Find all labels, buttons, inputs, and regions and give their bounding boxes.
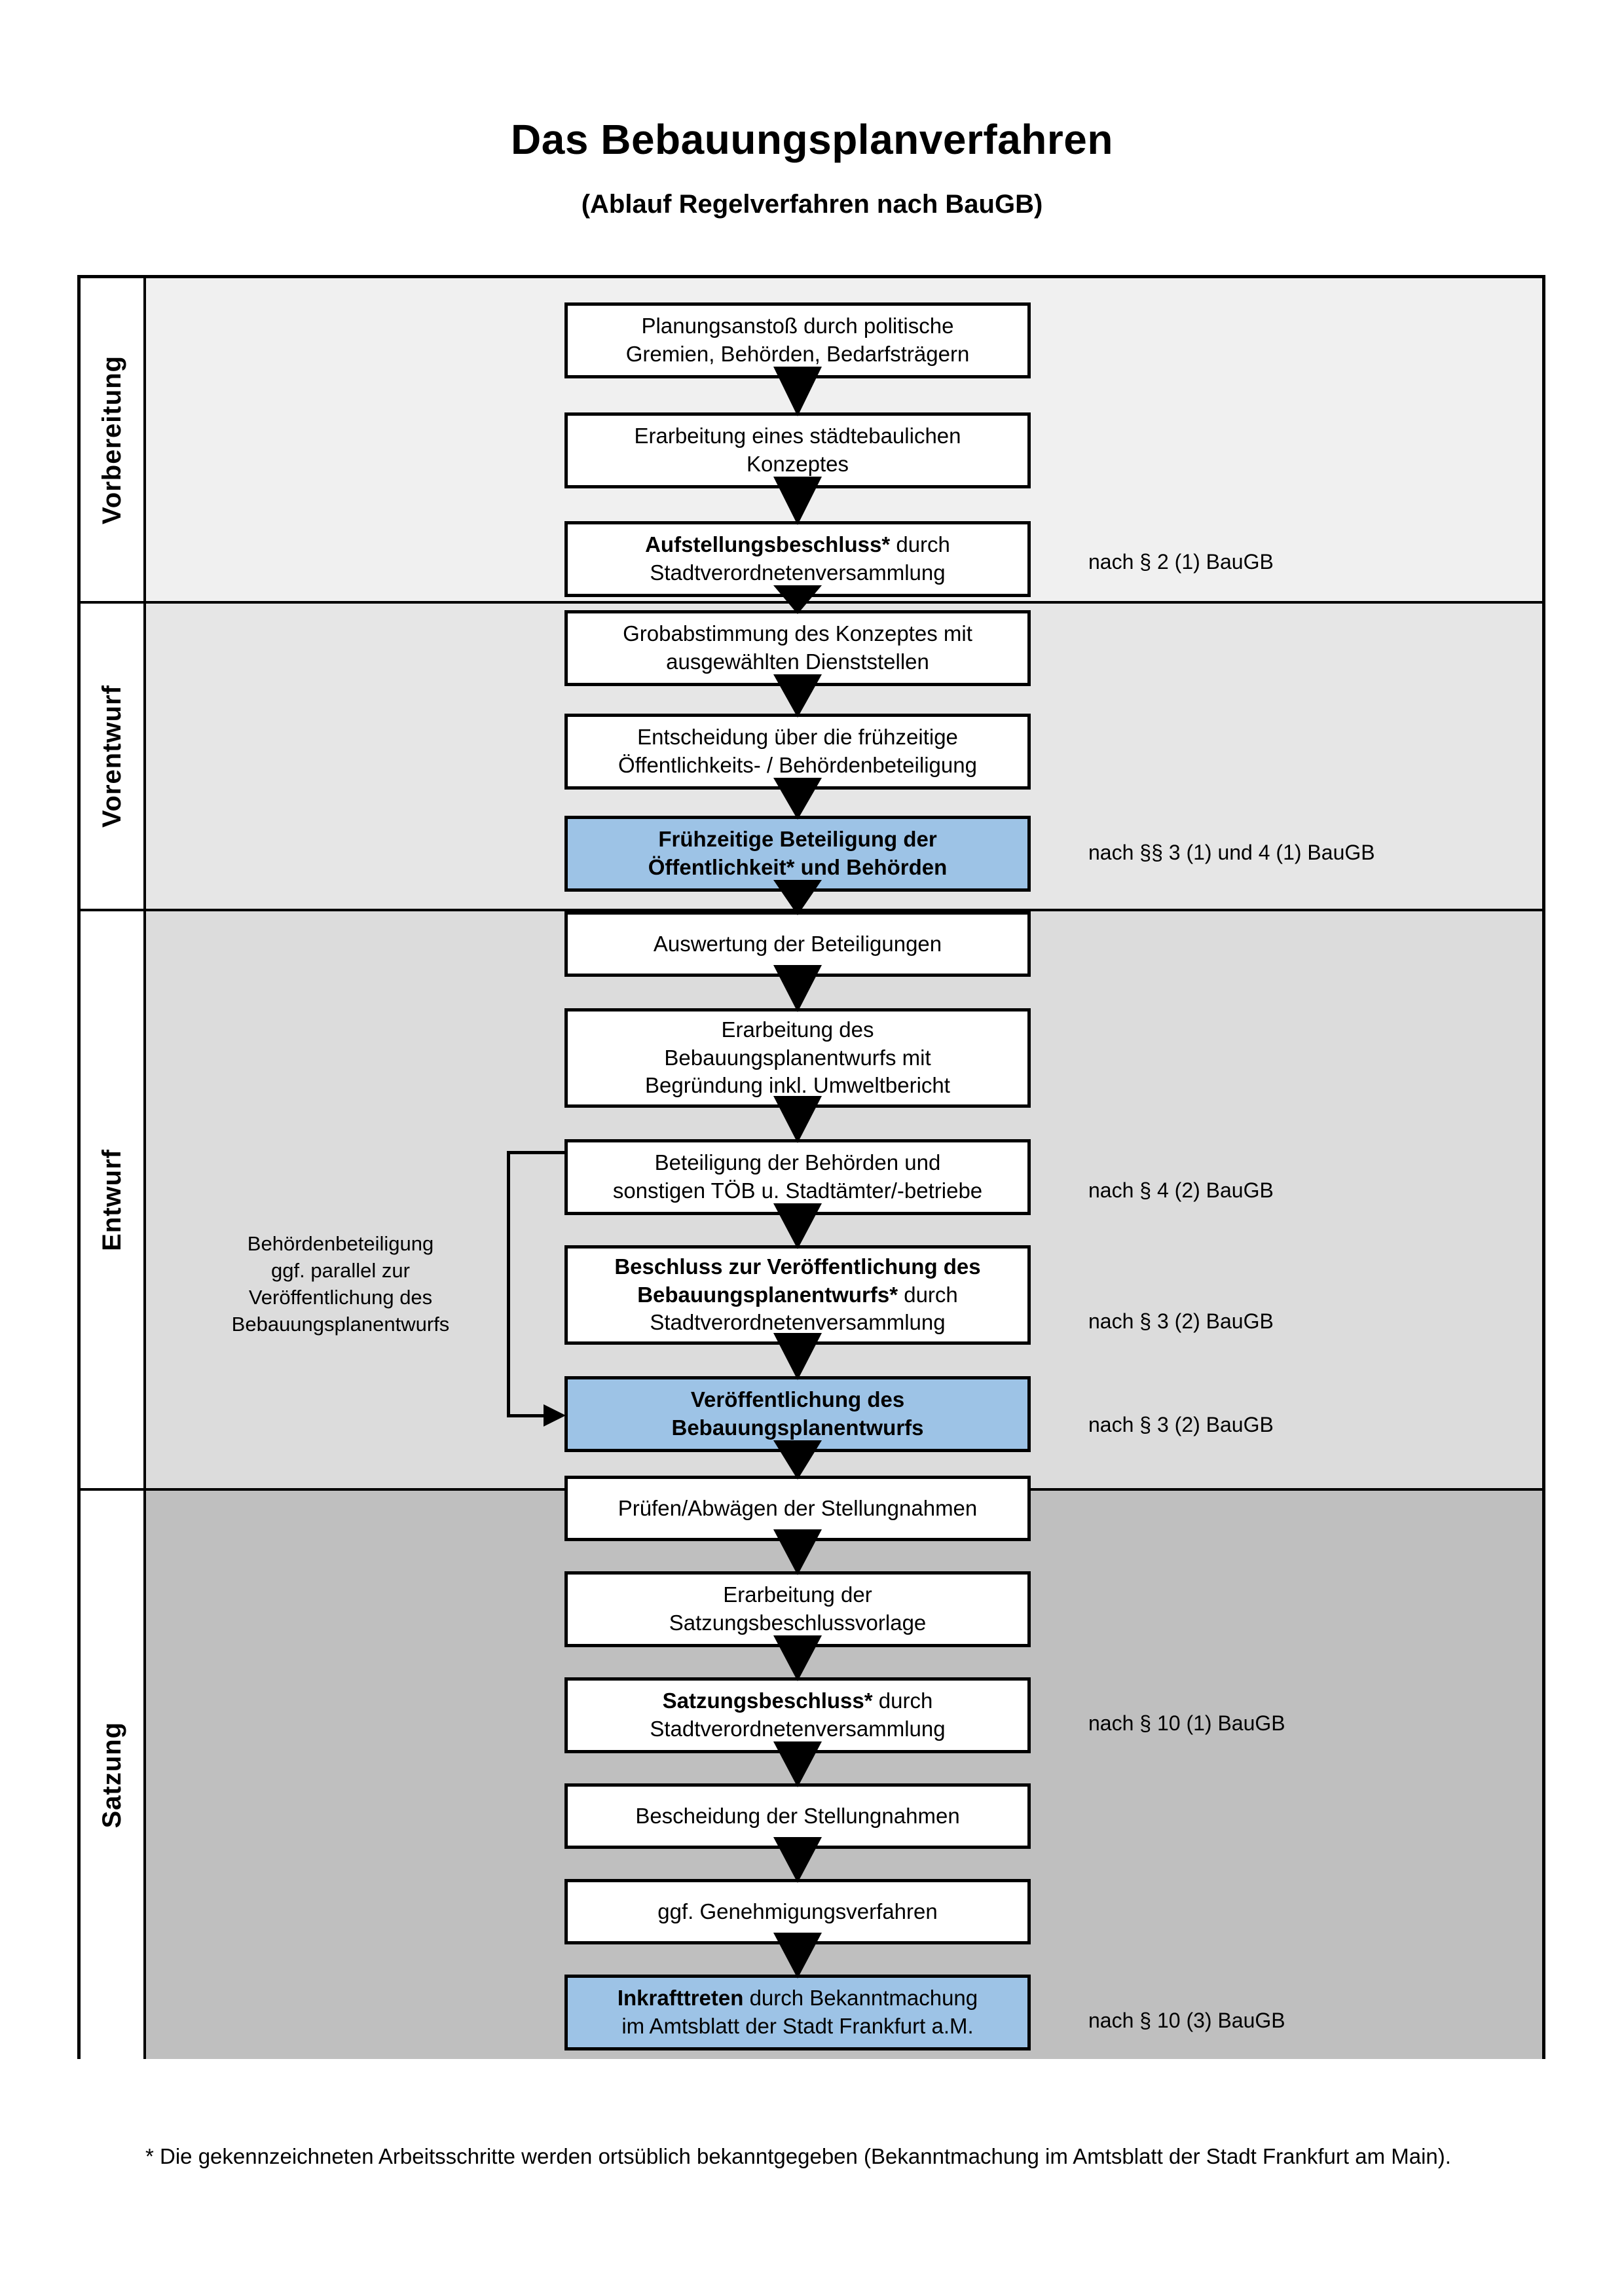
arrow-down-icon (773, 674, 822, 718)
flow-step-beteiligung-behoerden-toeb[interactable]: Beteiligung der Behörden und sonstigen TÖ… (564, 1139, 1031, 1215)
section-label-vorbereitung: Vorbereitung (81, 278, 146, 601)
box-line: Inkrafttreten durch Bekanntmachung (617, 1986, 978, 2011)
box-line: Planungsanstoß durch politische (641, 314, 954, 338)
footnote: * Die gekennzeichneten Arbeitsschritte w… (145, 2144, 1451, 2168)
arrow-down-icon (773, 367, 822, 416)
box-line: Gremien, Behörden, Bedarfsträgern (625, 342, 970, 366)
section-label-entwurf: Entwurf (81, 911, 146, 1488)
box-line: Stadtverordnetenversammlung (650, 1717, 946, 1741)
box-line: Konzeptes (747, 452, 849, 476)
arrow-down-icon (773, 1635, 822, 1681)
box-line: Öffentlichkeits- / Behördenbeteiligung (618, 753, 977, 777)
side-note-line: ggf. parallel zur (271, 1258, 410, 1282)
flow-step-inkrafttreten[interactable]: Inkrafttreten durch Bekanntmachung im Amt… (564, 1975, 1031, 2050)
box-line: Bebauungsplanentwurfs* durch (637, 1282, 958, 1307)
page-title: Das Bebauungsplanverfahren (511, 116, 1113, 163)
box-line: Stadtverordnetenversammlung (650, 560, 946, 585)
bracket-top-segment (507, 1151, 564, 1154)
box-line: Entscheidung über die frühzeitige (637, 725, 958, 750)
section-label-text-vorbereitung: Vorbereitung (97, 355, 126, 524)
arrow-down-icon (773, 1933, 822, 1978)
box-line: Erarbeitung der (723, 1582, 872, 1607)
box-line: Bebauungsplanentwurfs mit (664, 1045, 931, 1070)
arrow-down-icon (773, 965, 822, 1012)
arrow-down-icon (773, 880, 822, 915)
arrow-down-icon (773, 1741, 822, 1787)
law-reference-ref-par-10-3: nach § 10 (3) BauGB (1088, 2009, 1285, 2032)
box-line: Aufstellungsbeschluss* durch (645, 532, 950, 557)
section-label-vorentwurf: Vorentwurf (81, 604, 146, 909)
side-note-line: Behördenbeteiligung (247, 1232, 434, 1255)
side-note-line: Bebauungsplanentwurfs (231, 1312, 450, 1336)
box-line: Bebauungsplanentwurfs (671, 1415, 924, 1440)
box-line: Beteiligung der Behörden und (654, 1150, 941, 1175)
bracket-vertical-segment (507, 1151, 510, 1417)
page-subtitle: (Ablauf Regelverfahren nach BauGB) (581, 190, 1043, 219)
law-reference-ref-par-3-1-4-1: nach §§ 3 (1) und 4 (1) BauGB (1088, 841, 1375, 864)
bracket-connector (507, 1151, 568, 1427)
box-line: Bescheidung der Stellungnahmen (635, 1803, 960, 1828)
box-line: Frühzeitige Beteiligung der (658, 827, 937, 852)
arrow-down-icon (773, 1837, 822, 1883)
arrow-down-icon (773, 1096, 822, 1143)
side-note-line: Veröffentlichung des (248, 1285, 433, 1309)
bracket-bottom-segment (507, 1414, 545, 1417)
law-reference-ref-par-10-1: nach § 10 (1) BauGB (1088, 1711, 1285, 1735)
arrow-down-icon (773, 1529, 822, 1575)
box-line: Grobabstimmung des Konzeptes mit (623, 621, 972, 646)
arrow-down-icon (773, 1440, 822, 1480)
box-line: sonstigen TÖB u. Stadtämter/-betriebe (612, 1178, 983, 1203)
box-line: im Amtsblatt der Stadt Frankfurt a.M. (621, 2014, 974, 2038)
box-line: Stadtverordnetenversammlung (650, 1310, 946, 1335)
arrow-down-icon (773, 778, 822, 820)
box-line: Begründung inkl. Umweltbericht (645, 1073, 950, 1098)
law-reference-ref-par-4-2: nach § 4 (2) BauGB (1088, 1178, 1274, 1202)
box-line: ggf. Genehmigungsverfahren (657, 1899, 938, 1923)
box-line: Auswertung der Beteiligungen (653, 931, 942, 956)
box-line: Satzungsbeschlussvorlage (669, 1611, 927, 1635)
law-reference-ref-par-3-2-b: nach § 3 (2) BauGB (1088, 1413, 1274, 1436)
title-block: Das Bebauungsplanverfahren (Ablauf Regel… (0, 117, 1624, 219)
box-line: Beschluss zur Veröffentlichung des (614, 1254, 981, 1279)
box-line: ausgewählten Dienststellen (666, 649, 929, 674)
arrow-right-icon (544, 1404, 566, 1427)
arrow-down-icon (773, 1203, 822, 1249)
section-label-text-entwurf: Entwurf (97, 1148, 126, 1251)
arrow-down-icon (773, 585, 822, 614)
box-line: Prüfen/Abwägen der Stellungnahmen (618, 1495, 978, 1520)
law-reference-ref-par-2-1: nach § 2 (1) BauGB (1088, 550, 1274, 574)
law-reference-ref-par-3-2-a: nach § 3 (2) BauGB (1088, 1309, 1274, 1333)
arrow-down-icon (773, 477, 822, 525)
box-line: Erarbeitung eines städtebaulichen (634, 424, 961, 448)
box-line: Veröffentlichung des (690, 1387, 905, 1412)
box-line: Satzungsbeschluss* durch (662, 1688, 933, 1713)
section-label-text-satzung: Satzung (97, 1721, 126, 1829)
arrow-down-icon (773, 1333, 822, 1380)
box-line: Erarbeitung des (721, 1017, 874, 1042)
section-label-text-vorentwurf: Vorentwurf (97, 684, 126, 828)
section-label-satzung: Satzung (81, 1491, 146, 2059)
box-line: Öffentlichkeit* und Behörden (648, 855, 948, 879)
flow-step-grobabstimmung[interactable]: Grobabstimmung des Konzeptes mit ausgewäh… (564, 610, 1031, 686)
